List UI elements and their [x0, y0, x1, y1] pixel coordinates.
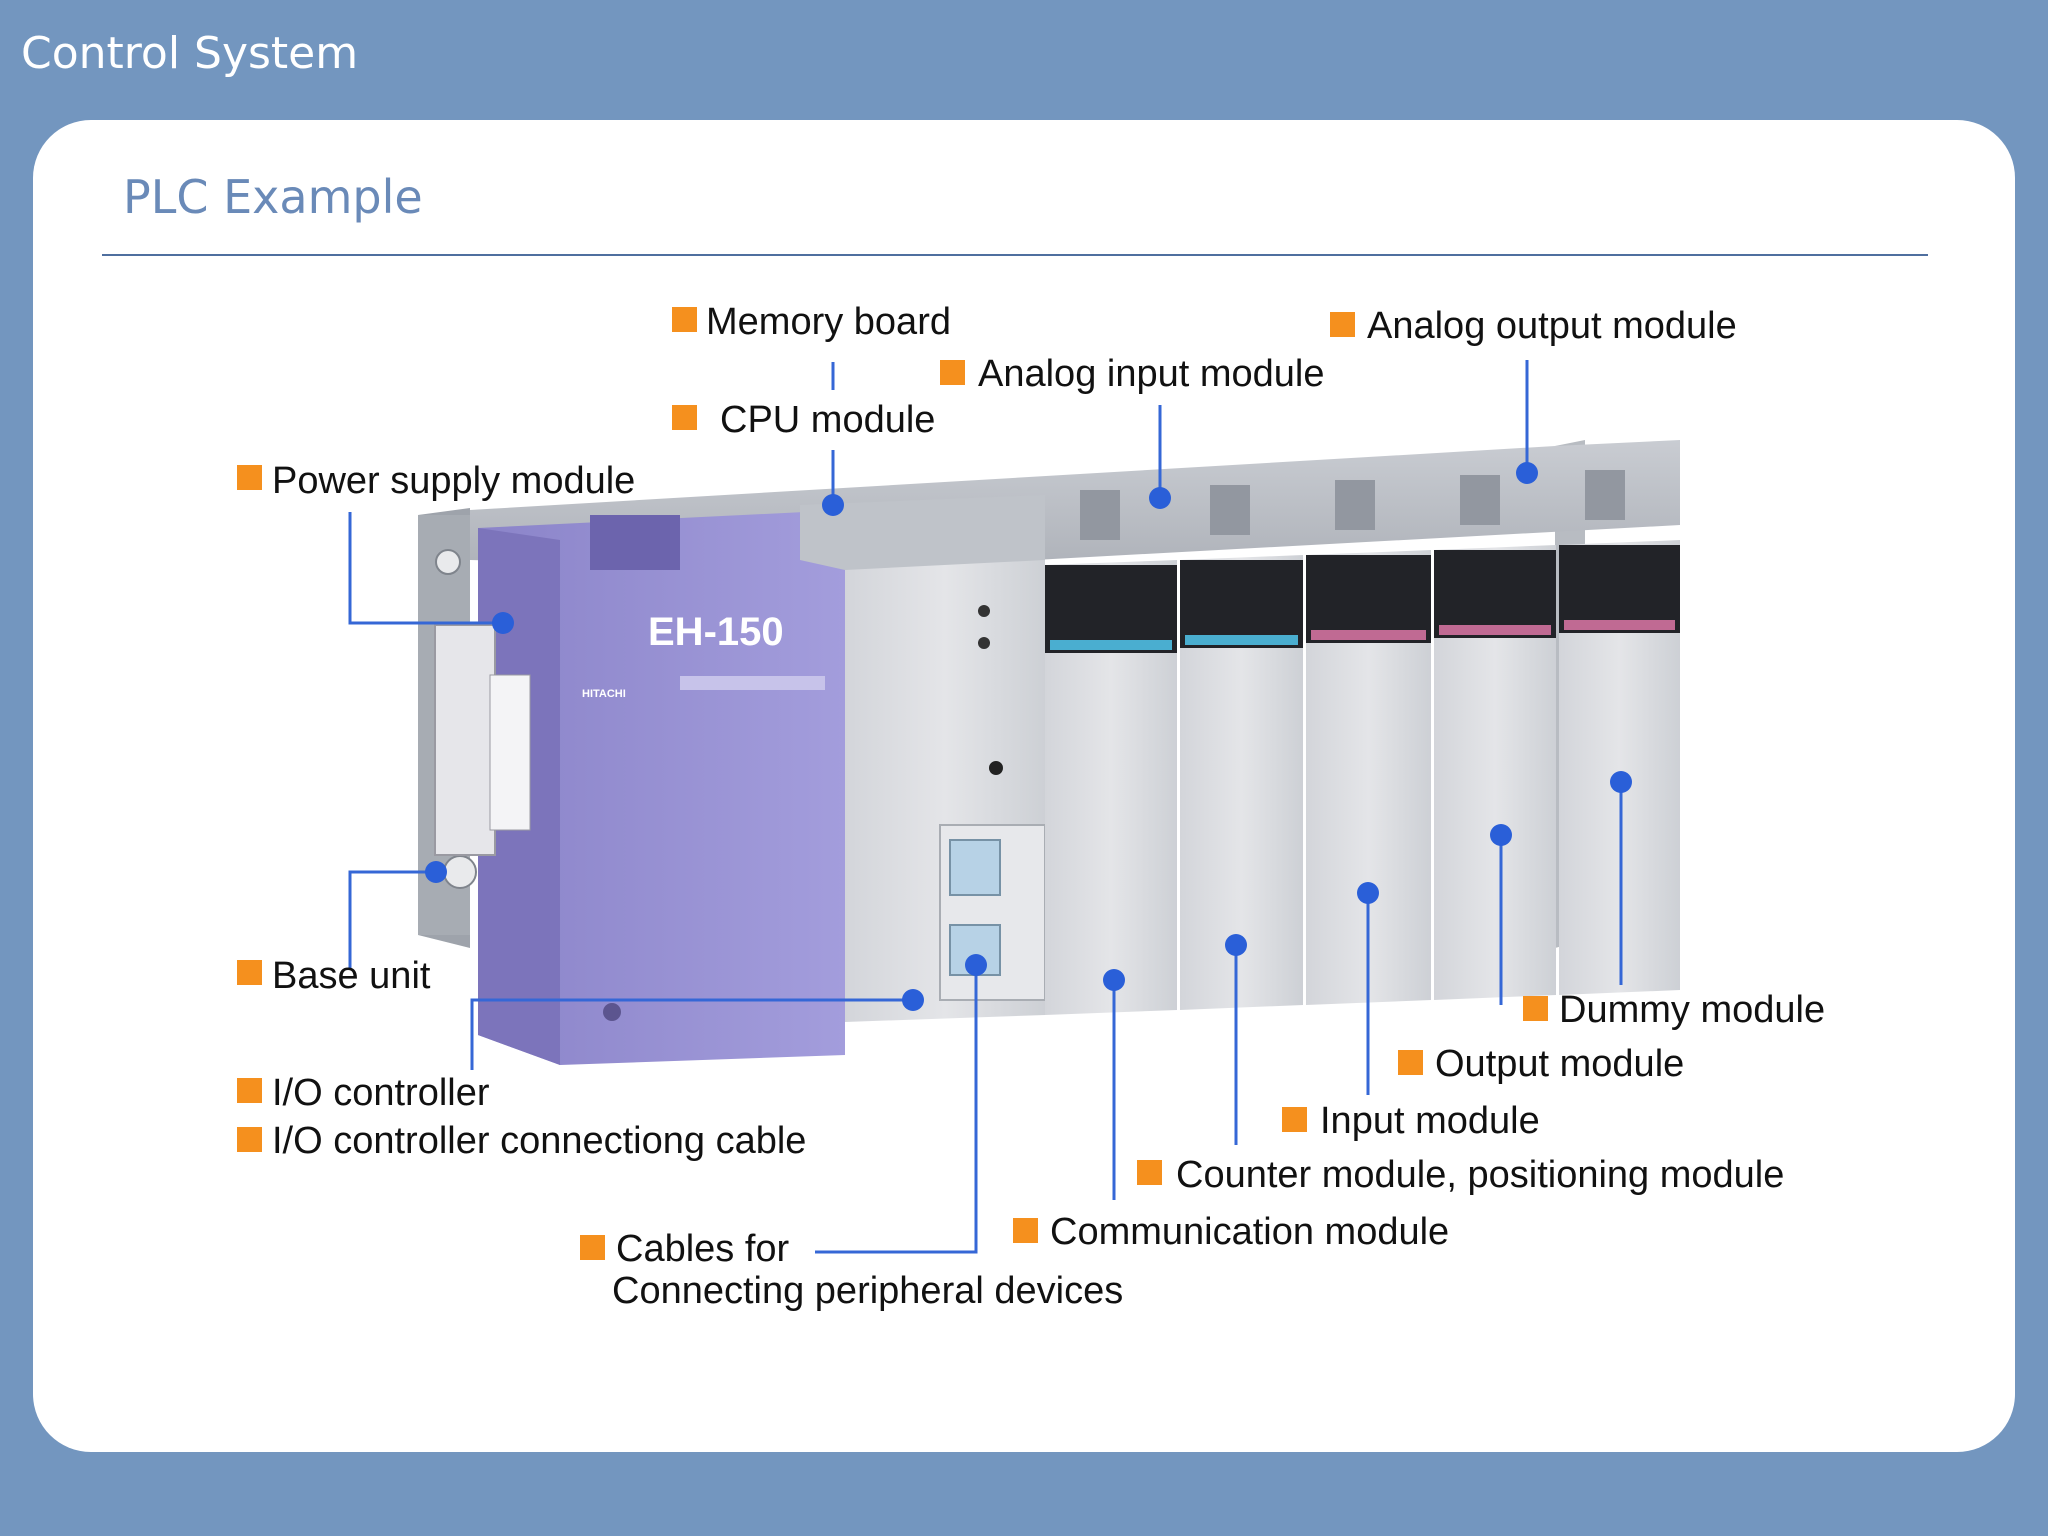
cpu-module	[800, 495, 1046, 1022]
device-model-text: EH-150	[648, 610, 784, 654]
label-power-supply-module: Power supply module	[272, 460, 635, 502]
label-analog-output-module: Analog output module	[1367, 305, 1737, 347]
slide-title: PLC Example	[123, 170, 423, 224]
label-cpu-module: CPU module	[720, 399, 935, 441]
label-cables-for: Cables for	[616, 1228, 790, 1270]
label-communication-module: Communication module	[1050, 1211, 1449, 1253]
label-memory-board: Memory board	[706, 301, 951, 343]
label-io-controller: I/O controller	[272, 1072, 490, 1114]
label-counter-positioning-module: Counter module, positioning module	[1176, 1154, 1784, 1196]
title-divider	[102, 254, 1928, 256]
device-brand-text: HITACHI	[582, 688, 626, 700]
label-bullets	[237, 307, 1548, 1260]
header-title: Control System	[21, 28, 359, 79]
label-connecting-peripheral-devices: Connecting peripheral devices	[612, 1270, 1123, 1312]
label-io-controller-cable: I/O controller connectiong cable	[272, 1120, 806, 1162]
label-dummy-module: Dummy module	[1559, 989, 1825, 1031]
label-output-module: Output module	[1435, 1043, 1684, 1085]
power-supply-module: EH-150 HITACHI	[434, 510, 845, 1065]
leader-dots	[425, 462, 1632, 1011]
label-analog-input-module: Analog input module	[978, 353, 1324, 395]
label-base-unit: Base unit	[272, 955, 431, 997]
io-module-slots	[1045, 470, 1680, 1015]
label-input-module: Input module	[1320, 1100, 1540, 1142]
leader-lines	[348, 360, 1623, 1254]
